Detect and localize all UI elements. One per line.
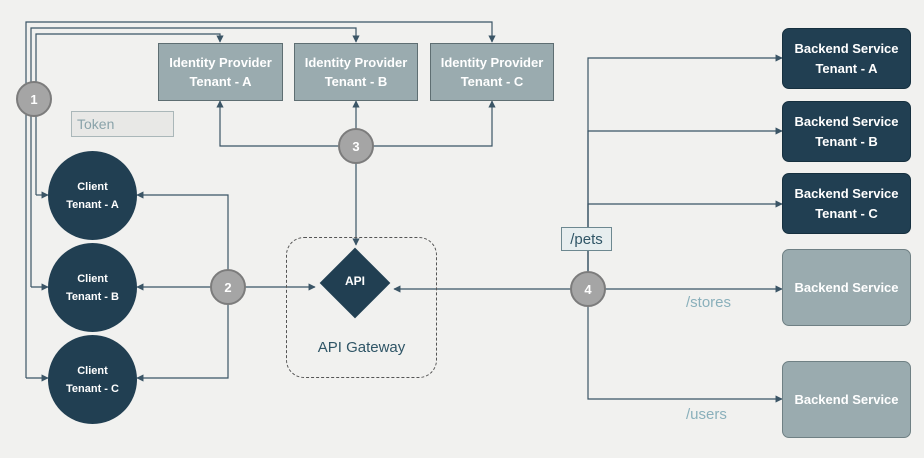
backend-service-tenant: Tenant - A <box>815 60 878 76</box>
backend-service-users: Backend Service <box>782 361 911 438</box>
client-tenant: Tenant - A <box>66 198 119 211</box>
step-1-marker: 1 <box>16 81 52 117</box>
route-stores-label: /stores <box>686 294 732 311</box>
identity-provider-tenant-b: Identity Provider Tenant - B <box>294 43 418 101</box>
api-label: API <box>344 274 365 288</box>
identity-provider-title: Identity Provider <box>440 55 544 70</box>
identity-provider-tenant: Tenant - C <box>460 74 524 89</box>
identity-provider-tenant: Tenant - B <box>324 74 388 89</box>
backend-service-tenant: Tenant - B <box>815 133 878 149</box>
client-title: Client <box>77 180 108 193</box>
identity-provider-title: Identity Provider <box>304 55 408 70</box>
backend-service-tenant-a: Backend Service Tenant - A <box>782 28 911 89</box>
client-tenant: Tenant - C <box>66 382 119 395</box>
backend-service-title: Backend Service <box>794 185 899 201</box>
client-tenant-a: Client Tenant - A <box>48 151 137 240</box>
client-title: Client <box>77 272 108 285</box>
backend-service-title: Backend Service <box>794 280 899 295</box>
step-3-marker: 3 <box>338 128 374 164</box>
backend-service-tenant-c: Backend Service Tenant - C <box>782 173 911 234</box>
step-4-marker: 4 <box>570 271 606 307</box>
identity-provider-tenant-c: Identity Provider Tenant - C <box>430 43 554 101</box>
client-tenant-c: Client Tenant - C <box>48 335 137 424</box>
client-tenant: Tenant - B <box>66 290 119 303</box>
client-title: Client <box>77 364 108 377</box>
backend-service-tenant-b: Backend Service Tenant - B <box>782 101 911 162</box>
route-users-label: /users <box>686 406 727 423</box>
identity-provider-title: Identity Provider <box>169 55 272 70</box>
backend-service-title: Backend Service <box>794 392 899 407</box>
backend-service-tenant: Tenant - C <box>815 205 878 221</box>
step-2-marker: 2 <box>210 269 246 305</box>
backend-service-stores: Backend Service <box>782 249 911 326</box>
backend-service-title: Backend Service <box>794 40 899 56</box>
backend-service-title: Backend Service <box>794 113 899 129</box>
client-tenant-b: Client Tenant - B <box>48 243 137 332</box>
identity-provider-tenant-a: Identity Provider Tenant - A <box>158 43 283 101</box>
identity-provider-tenant: Tenant - A <box>189 74 252 89</box>
api-gateway-label: API Gateway <box>317 339 406 356</box>
api-gateway-frame <box>286 237 437 378</box>
route-pets-label: /pets <box>561 227 612 251</box>
token-label: Token <box>71 111 174 137</box>
